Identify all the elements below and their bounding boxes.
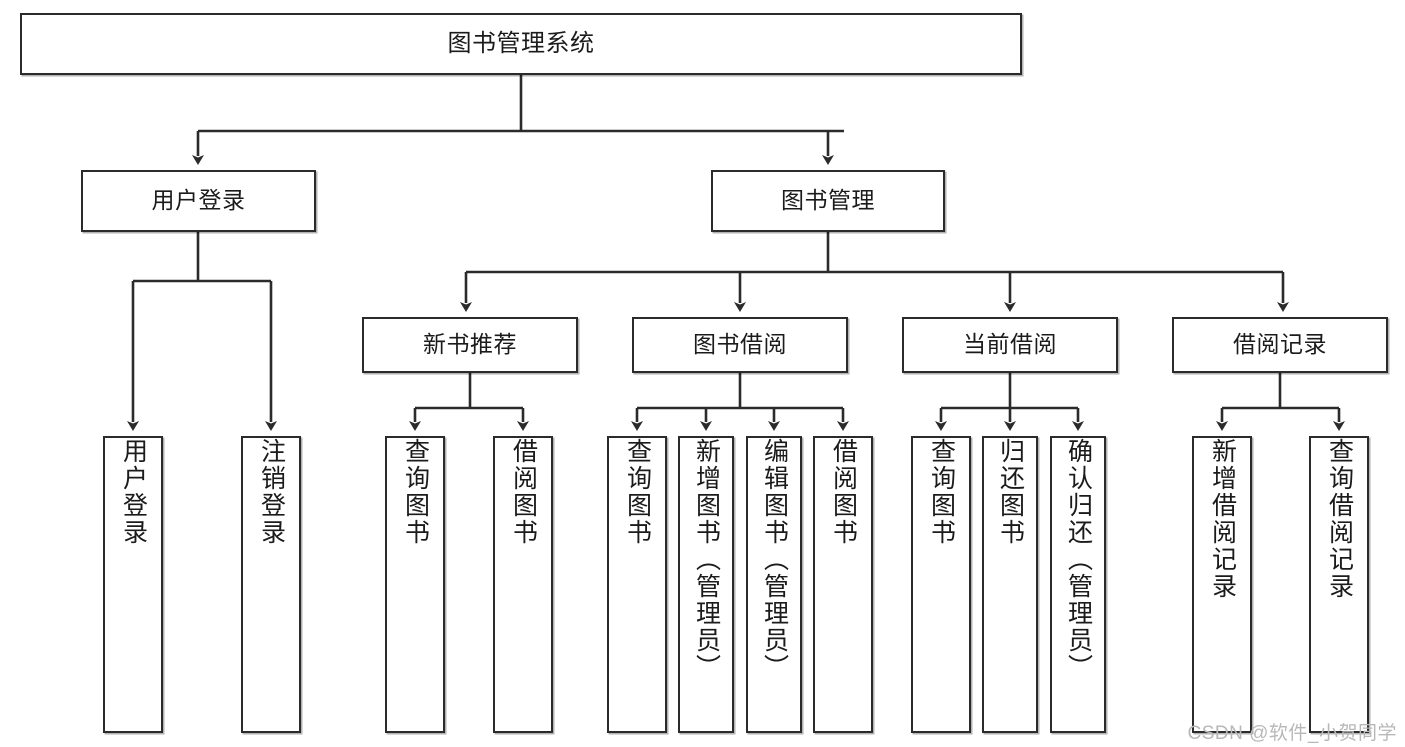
node-leaf-logout[interactable]: 注销登录 bbox=[241, 436, 301, 733]
node-leaf-logout-label: 注销登录 bbox=[257, 438, 286, 546]
node-root[interactable]: 图书管理系统 bbox=[20, 13, 1022, 75]
node-book-borrow[interactable]: 图书借阅 bbox=[632, 317, 848, 373]
node-leaf-query-book-1-label: 查询图书 bbox=[401, 438, 430, 546]
node-leaf-borrow-book-2[interactable]: 借阅图书 bbox=[813, 436, 873, 733]
node-leaf-query-book-3[interactable]: 查询图书 bbox=[911, 436, 971, 733]
node-leaf-query-record[interactable]: 查询借阅记录 bbox=[1309, 436, 1369, 733]
node-user-login[interactable]: 用户登录 bbox=[81, 170, 316, 232]
node-leaf-confirm-return-label: 确认归还（管理员） bbox=[1064, 438, 1093, 681]
node-leaf-query-book-1[interactable]: 查询图书 bbox=[385, 436, 445, 733]
node-leaf-confirm-return[interactable]: 确认归还（管理员） bbox=[1050, 436, 1106, 733]
node-current-borrow[interactable]: 当前借阅 bbox=[902, 317, 1118, 373]
node-book-management-label: 图书管理 bbox=[781, 187, 875, 214]
node-new-book-recommend-label: 新书推荐 bbox=[423, 331, 517, 358]
node-leaf-return-book[interactable]: 归还图书 bbox=[982, 436, 1038, 733]
node-new-book-recommend[interactable]: 新书推荐 bbox=[362, 317, 578, 373]
node-leaf-add-record-label: 新增借阅记录 bbox=[1208, 438, 1237, 600]
node-leaf-borrow-book-1-label: 借阅图书 bbox=[509, 438, 538, 546]
node-leaf-edit-book-label: 编辑图书（管理员） bbox=[760, 438, 789, 681]
node-borrow-record-label: 借阅记录 bbox=[1233, 331, 1327, 358]
node-book-management[interactable]: 图书管理 bbox=[711, 170, 945, 232]
node-user-login-label: 用户登录 bbox=[151, 187, 246, 214]
node-leaf-return-book-label: 归还图书 bbox=[996, 438, 1025, 546]
watermark: CSDN @软件_小贺同学 bbox=[1187, 723, 1397, 744]
node-leaf-borrow-book-1[interactable]: 借阅图书 bbox=[493, 436, 553, 733]
node-leaf-add-book[interactable]: 新增图书（管理员） bbox=[678, 436, 734, 733]
node-leaf-add-book-label: 新增图书（管理员） bbox=[692, 438, 721, 681]
node-leaf-user-login[interactable]: 用户登录 bbox=[103, 436, 163, 733]
node-leaf-add-record[interactable]: 新增借阅记录 bbox=[1192, 436, 1252, 733]
node-book-borrow-label: 图书借阅 bbox=[693, 331, 787, 358]
node-borrow-record[interactable]: 借阅记录 bbox=[1172, 317, 1388, 373]
node-current-borrow-label: 当前借阅 bbox=[963, 331, 1057, 358]
node-leaf-user-login-label: 用户登录 bbox=[119, 438, 148, 546]
node-root-label: 图书管理系统 bbox=[447, 29, 595, 57]
node-leaf-borrow-book-2-label: 借阅图书 bbox=[829, 438, 858, 546]
node-leaf-query-book-3-label: 查询图书 bbox=[927, 438, 956, 546]
node-leaf-query-book-2-label: 查询图书 bbox=[623, 438, 652, 546]
node-leaf-edit-book[interactable]: 编辑图书（管理员） bbox=[746, 436, 802, 733]
node-leaf-query-book-2[interactable]: 查询图书 bbox=[607, 436, 667, 733]
node-leaf-query-record-label: 查询借阅记录 bbox=[1325, 438, 1354, 600]
